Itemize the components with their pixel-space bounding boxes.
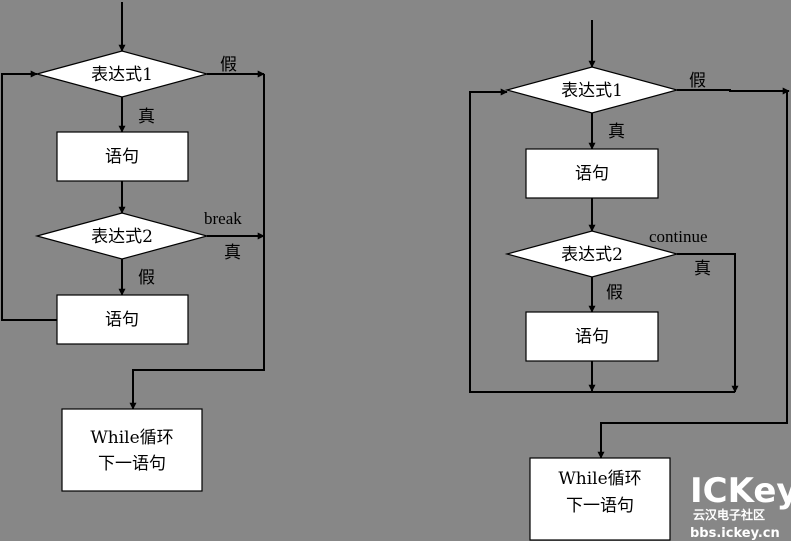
condition2-label: 表达式2 [561, 245, 623, 265]
next-statement-line1: While循环 [90, 428, 173, 448]
statement1-label: 语句 [105, 147, 139, 167]
statement2-box [56, 294, 189, 345]
false1-label: 假 [220, 55, 237, 75]
condition1-label: 表达式1 [561, 81, 623, 101]
false2-label: 假 [138, 268, 155, 288]
true2-label: 真 [224, 243, 241, 263]
break-flowchart: 表达式1 假 真 语句 表达式2 break 真 假 语句 While循环 下一… [1, 2, 265, 492]
loop-back-arrow [1, 70, 57, 321]
statement1-box [525, 148, 659, 199]
true1-label: 真 [608, 122, 625, 142]
next-statement-box [529, 457, 671, 541]
statement1-box [56, 131, 189, 182]
break-label: break [204, 209, 242, 228]
exit-arrow [129, 74, 265, 410]
condition1-label: 表达式1 [91, 65, 153, 85]
statement1-label: 语句 [575, 164, 609, 184]
watermark-url: bbs.ickey.cn [690, 526, 780, 541]
condition2-label: 表达式2 [91, 227, 153, 247]
statement2-label: 语句 [105, 310, 139, 330]
true1-label: 真 [138, 107, 155, 127]
exit-arrow [597, 91, 788, 459]
false1-label: 假 [689, 71, 706, 91]
continue-flowchart: 表达式1 假 真 语句 表达式2 continue 真 假 语句 While循环 [469, 20, 790, 541]
next-statement-line2: 下一语句 [98, 454, 166, 474]
false1-arrow [677, 87, 790, 95]
next-statement-line2: 下一语句 [566, 496, 634, 516]
ickey-watermark: ICKey 云汉电子社区 bbs.ickey.cn [690, 471, 791, 541]
statement2-label: 语句 [575, 327, 609, 347]
next-statement-box [61, 408, 203, 492]
false2-label: 假 [606, 283, 623, 303]
continue-label: continue [649, 227, 708, 246]
watermark-tagline: 云汉电子社区 [693, 507, 765, 522]
true2-label: 真 [694, 259, 711, 279]
watermark-logo: ICKey [690, 471, 791, 511]
next-statement-line1: While循环 [558, 469, 641, 489]
loop-back-arrow [469, 88, 735, 393]
continue-arrow [677, 253, 739, 393]
